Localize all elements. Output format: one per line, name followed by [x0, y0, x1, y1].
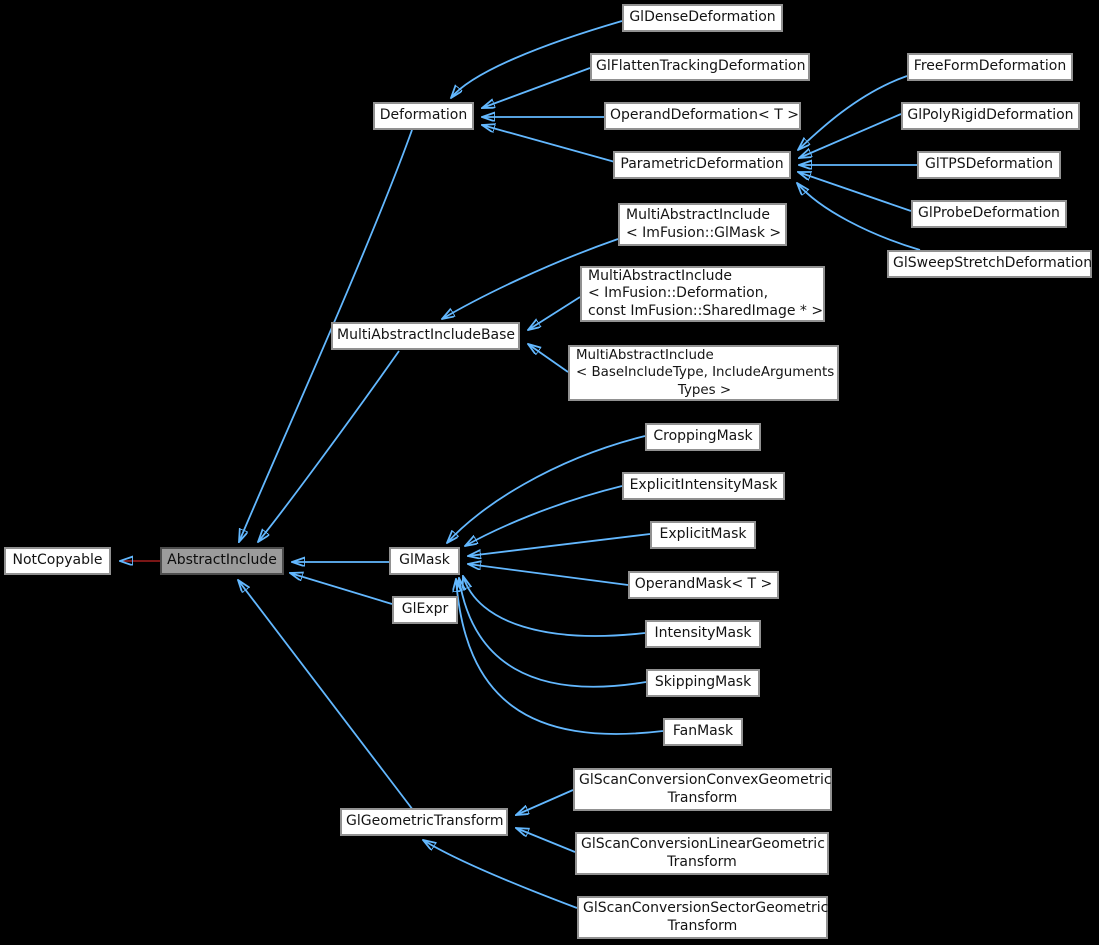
edge-multiabstractinclude-glmask-to-multiabstractincludebase — [442, 238, 619, 319]
node-explicitmask[interactable]: ExplicitMask — [650, 521, 756, 549]
edge-operandmask-to-glmask — [468, 564, 629, 586]
edge-glflattentrackingdeformation-to-deformation — [482, 67, 591, 108]
edge-gldensedeformation-to-deformation — [451, 20, 623, 98]
node-glexpr[interactable]: GlExpr — [392, 596, 458, 624]
node-multiabstractinclude-template[interactable]: MultiAbstractInclude< BaseIncludeType, I… — [568, 345, 839, 401]
edge-glscanconversionsector-to-glgeometrictransform — [423, 840, 578, 909]
node-glsweepstretchdeformation[interactable]: GlSweepStretchDeformation — [887, 250, 1092, 278]
edge-glsweepstretchdeformation-to-parametricdeformation — [797, 183, 921, 251]
node-glpolyrigiddeformation[interactable]: GlPolyRigidDeformation — [901, 102, 1080, 130]
node-glprobedeformation[interactable]: GlProbeDeformation — [911, 200, 1067, 228]
node-operanddeformation[interactable]: OperandDeformation< T > — [604, 102, 801, 130]
node-intensitymask[interactable]: IntensityMask — [645, 620, 761, 648]
edge-explicitmask-to-glmask — [468, 533, 651, 556]
edge-glexpr-to-abstractinclude — [290, 573, 393, 605]
edge-croppingmask-to-glmask — [447, 435, 646, 543]
edge-explicitintensitymask-to-glmask — [465, 485, 623, 546]
edge-fanmask-to-glmask — [456, 579, 664, 735]
node-multiabstractinclude-deformation[interactable]: MultiAbstractInclude< ImFusion::Deformat… — [580, 266, 825, 322]
node-glgeometrictransform[interactable]: GlGeometricTransform — [340, 808, 508, 836]
edge-glscanconversionlinear-to-glgeometrictransform — [516, 828, 576, 853]
node-multiabstractincludebase[interactable]: MultiAbstractIncludeBase — [331, 322, 520, 350]
edge-multiabstractinclude-template-to-multiabstractincludebase — [528, 344, 569, 373]
node-explicitintensitymask[interactable]: ExplicitIntensityMask — [622, 472, 785, 500]
edge-glpolyrigiddeformation-to-parametricdeformation — [799, 113, 902, 158]
node-parametricdeformation[interactable]: ParametricDeformation — [613, 151, 791, 179]
node-gldensedeformation[interactable]: GlDenseDeformation — [622, 4, 783, 32]
node-notcopyable[interactable]: NotCopyable — [4, 547, 111, 575]
edge-multiabstractinclude-deformation-to-multiabstractincludebase — [528, 296, 581, 330]
edge-glscanconversionconvex-to-glgeometrictransform — [516, 789, 574, 815]
node-freeformdeformation[interactable]: FreeFormDeformation — [907, 53, 1073, 81]
edge-intensitymask-to-glmask — [463, 576, 646, 637]
node-gltpsdeformation[interactable]: GlTPSDeformation — [917, 151, 1061, 179]
edge-freeformdeformation-to-parametricdeformation — [798, 75, 908, 150]
node-abstractinclude: AbstractInclude — [160, 547, 284, 575]
edge-parametricdeformation-to-deformation — [482, 125, 616, 163]
node-croppingmask[interactable]: CroppingMask — [645, 423, 761, 451]
edge-multiabstractincludebase-to-abstractinclude — [258, 350, 400, 542]
node-skippingmask[interactable]: SkippingMask — [646, 669, 760, 697]
node-glflattentrackingdeformation[interactable]: GlFlattenTrackingDeformation — [590, 53, 810, 81]
node-deformation[interactable]: Deformation — [373, 102, 474, 130]
node-multiabstractinclude-glmask[interactable]: MultiAbstractInclude< ImFusion::GlMask > — [618, 203, 787, 246]
node-operandmask[interactable]: OperandMask< T > — [628, 571, 779, 599]
edge-glprobedeformation-to-parametricdeformation — [798, 172, 912, 212]
node-glmask[interactable]: GlMask — [389, 547, 460, 575]
edge-deformation-to-abstractinclude — [239, 129, 413, 542]
node-fanmask[interactable]: FanMask — [663, 718, 743, 746]
edge-skippingmask-to-glmask — [459, 578, 647, 688]
edge-glgeometrictransform-to-abstractinclude — [238, 580, 414, 811]
